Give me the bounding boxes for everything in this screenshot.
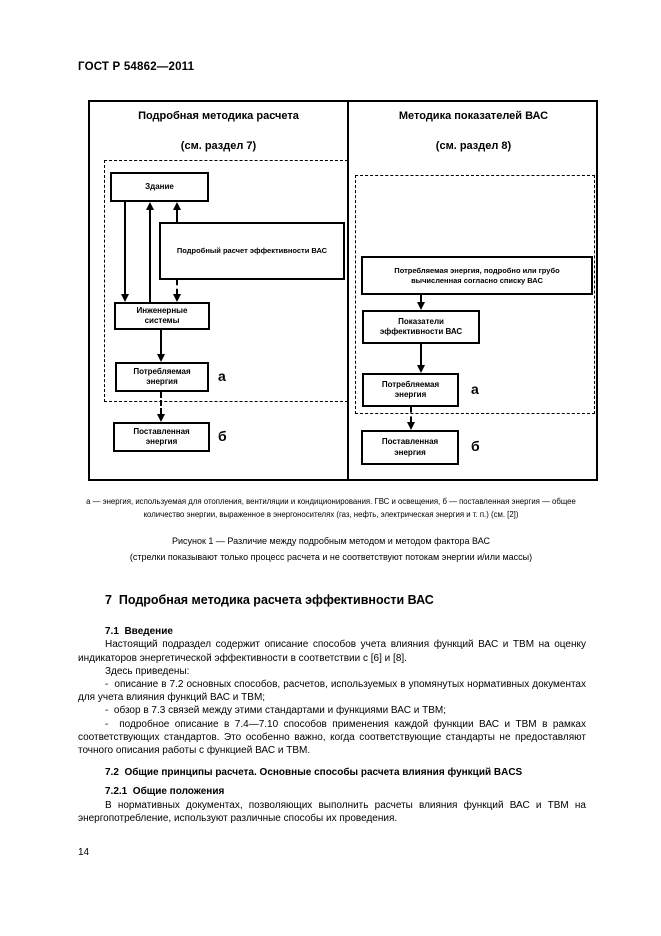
box-engineering-systems: Инженерные системы bbox=[114, 302, 210, 330]
section-7-content: 7 Подробная методика расчета эффективнос… bbox=[78, 593, 586, 825]
arrow-down-icon bbox=[407, 422, 415, 430]
box-detailed-bac-calculation: Подробный расчет эффективности ВАС bbox=[159, 222, 345, 280]
column-divider-line bbox=[347, 102, 349, 479]
right-calculation-boundary bbox=[355, 175, 595, 414]
list-item: - обзор в 7.3 связей между этими стандар… bbox=[105, 705, 446, 717]
arrow-calc-to-systems-line bbox=[176, 280, 178, 294]
right-method-title: Методика показателей ВАС bbox=[398, 110, 549, 122]
footnote-marker-b-left: б bbox=[218, 428, 227, 444]
section-7-2-heading: 7.2 Общие принципы расчета. Основные спо… bbox=[105, 767, 523, 779]
arrow-down-icon bbox=[121, 294, 129, 302]
box-consumed-energy-right: Потребляемая энергия bbox=[362, 373, 459, 407]
arrow-indicators-to-consumed-line bbox=[420, 344, 422, 365]
arrow-down-icon bbox=[417, 302, 425, 310]
box-delivered-energy-left: Поставленная энергия bbox=[113, 422, 210, 452]
footnote-marker-a-left: а bbox=[218, 368, 226, 384]
arrow-down-icon bbox=[173, 294, 181, 302]
left-calculation-boundary bbox=[104, 160, 348, 402]
paragraph: В нормативных документах, позволяющих вы… bbox=[78, 799, 586, 824]
box-building: Здание bbox=[110, 172, 209, 202]
left-method-title: Подробная методика расчета bbox=[138, 110, 299, 122]
arrow-building-to-systems-line bbox=[124, 202, 126, 294]
arrow-systems-to-consumed-line bbox=[160, 330, 162, 354]
box-delivered-energy-right: Поставленная энергия bbox=[361, 430, 459, 465]
list-item: - подробное описание в 7.4—7.10 способов… bbox=[78, 718, 586, 757]
footnote-marker-a-right: а bbox=[471, 381, 479, 397]
arrow-up-icon bbox=[173, 202, 181, 210]
arrow-down-icon bbox=[157, 414, 165, 422]
figure-caption: Рисунок 1 — Различие между подробным мет… bbox=[80, 533, 582, 565]
paragraph: Настоящий подраздел содержит описание сп… bbox=[78, 639, 586, 664]
arrow-consumed-to-delivered-line-left bbox=[160, 392, 162, 414]
box-energy-per-bac-list: Потребляемая энергия, подробно или грубо… bbox=[361, 256, 593, 295]
figure-footnote: а — энергия, используемая для отопления,… bbox=[86, 497, 576, 519]
arrow-consumed-to-delivered-line-right bbox=[410, 407, 412, 422]
figure-caption-note: (стрелки показывают только процесс расче… bbox=[129, 552, 533, 562]
arrow-down-icon bbox=[417, 365, 425, 373]
arrow-up-icon bbox=[146, 202, 154, 210]
box-bac-efficiency-indicators: Показатели эффективности ВАС bbox=[362, 310, 480, 344]
arrow-calc-to-indicators-line bbox=[420, 295, 422, 302]
figure-1-diagram: Подробная методика расчета (см. раздел 7… bbox=[88, 100, 598, 481]
list-item: - описание в 7.2 основных способов, расч… bbox=[78, 679, 586, 704]
arrow-calc-to-building-line bbox=[176, 210, 178, 222]
section-7-1-heading: 7.1 Введение bbox=[105, 626, 173, 638]
arrow-down-icon bbox=[157, 354, 165, 362]
arrow-systems-to-building-line bbox=[149, 210, 151, 302]
section-7-2-1-heading: 7.2.1 Общие положения bbox=[105, 786, 225, 798]
page-number: 14 bbox=[78, 847, 90, 858]
paragraph: Здесь приведены: bbox=[105, 665, 190, 677]
footnote-marker-b-right: б bbox=[471, 438, 480, 454]
figure-caption-title: Рисунок 1 — Различие между подробным мет… bbox=[171, 536, 491, 546]
right-method-subtitle: (см. раздел 8) bbox=[435, 140, 512, 152]
box-consumed-energy-left: Потребляемая энергия bbox=[115, 362, 209, 392]
left-method-subtitle: (см. раздел 7) bbox=[180, 140, 257, 152]
section-7-heading: 7 Подробная методика расчета эффективнос… bbox=[105, 593, 434, 607]
standard-number: ГОСТ Р 54862—2011 bbox=[78, 61, 195, 73]
